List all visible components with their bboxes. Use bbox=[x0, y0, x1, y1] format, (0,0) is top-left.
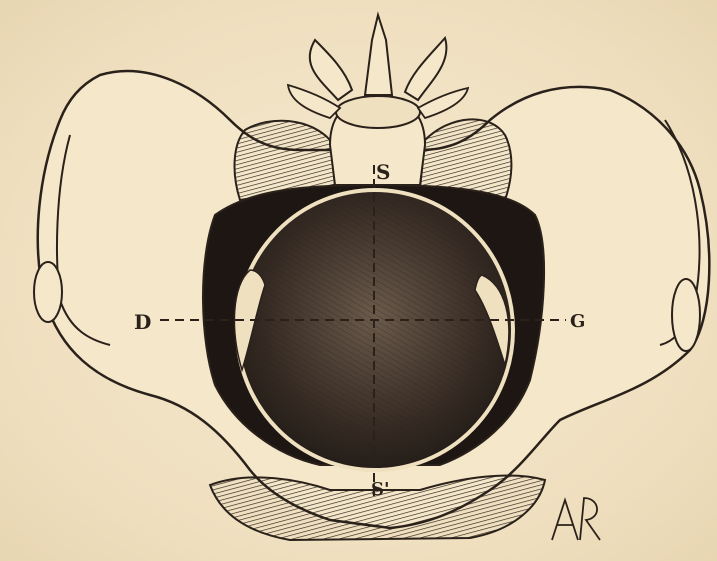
left-transverse-process bbox=[310, 40, 352, 100]
right-articular-process bbox=[418, 88, 468, 118]
vertebral-body bbox=[336, 96, 420, 128]
left-iliac-tubercle bbox=[34, 262, 62, 322]
label-s-prime: S' bbox=[371, 480, 390, 500]
engraver-monogram bbox=[552, 498, 600, 540]
right-iliac-tubercle bbox=[672, 279, 700, 351]
right-transverse-process bbox=[405, 38, 446, 100]
label-d: D bbox=[134, 312, 151, 332]
label-g: G bbox=[570, 312, 585, 332]
label-s: S bbox=[376, 162, 390, 182]
spinous-process bbox=[365, 15, 392, 95]
